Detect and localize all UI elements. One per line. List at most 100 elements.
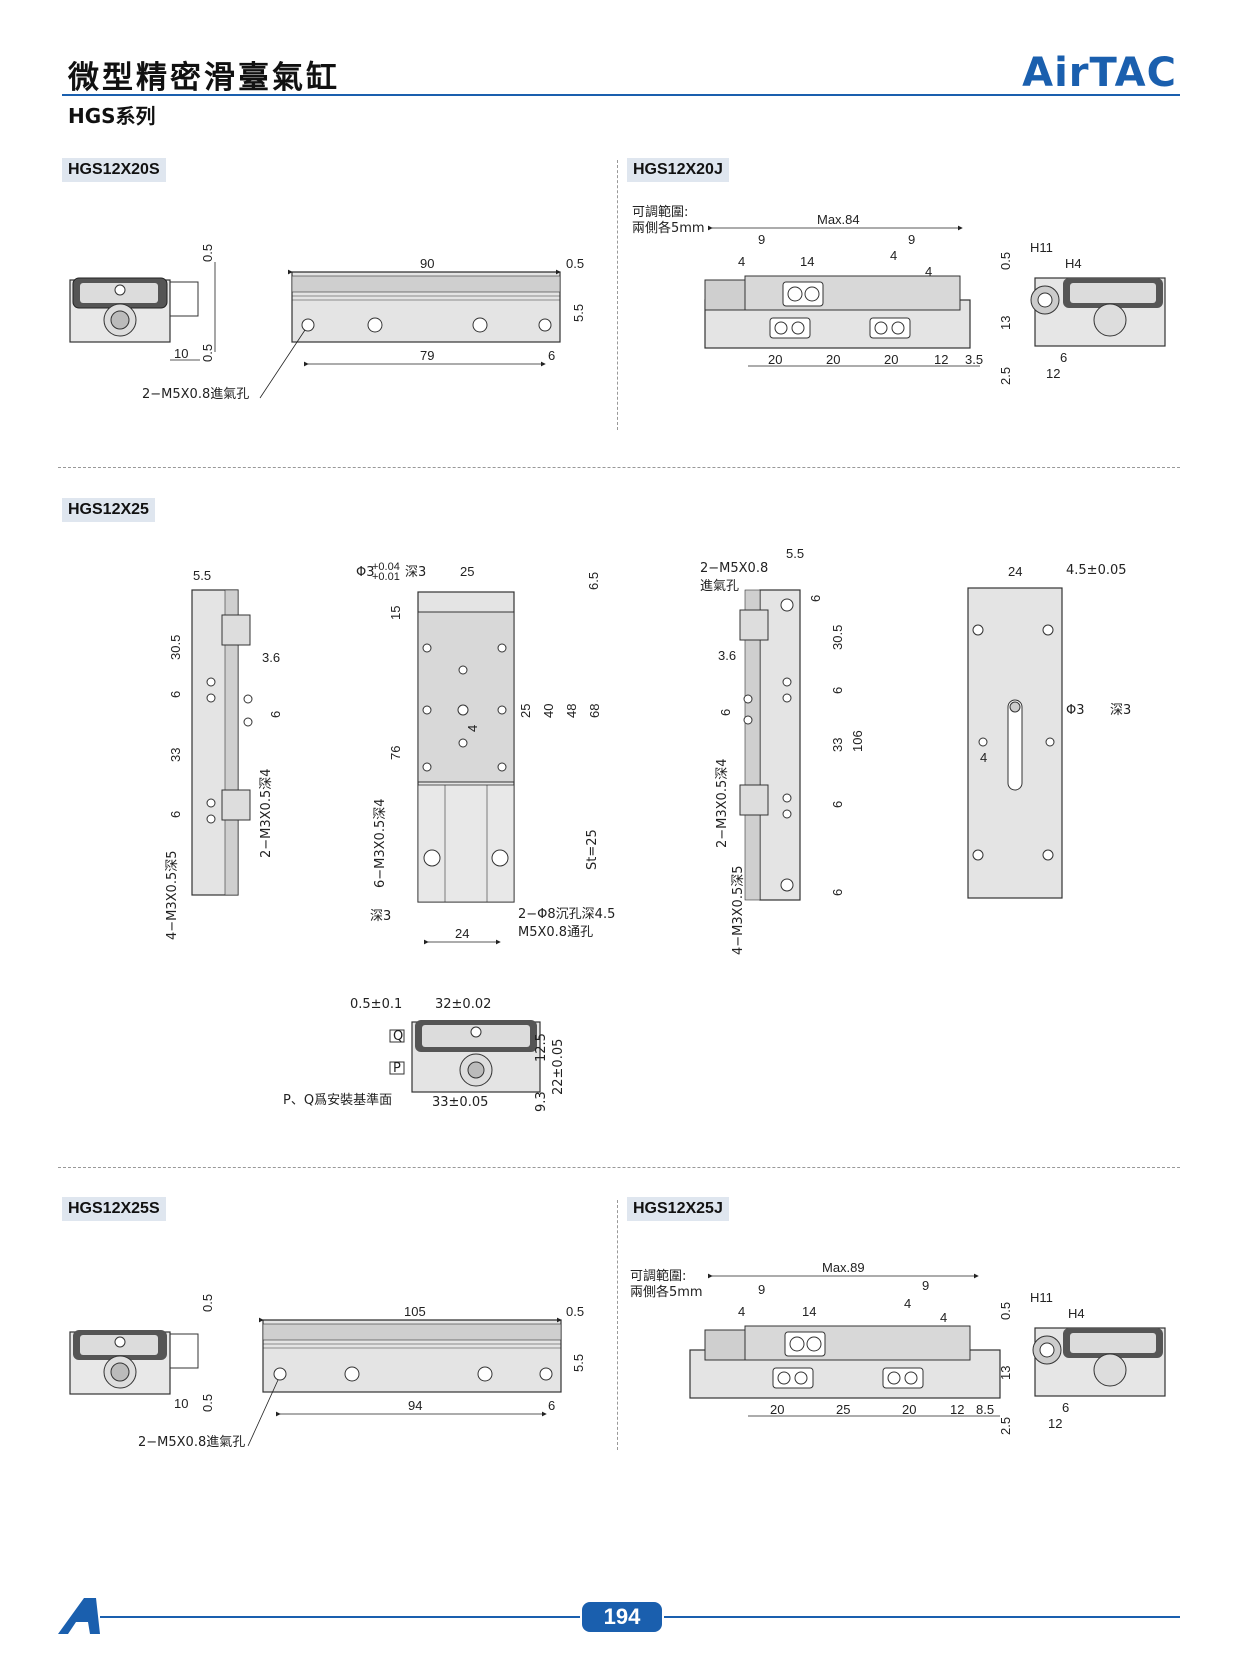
dim-s1l-g: 10 <box>174 346 188 361</box>
note-s1l-port: 2−M5X0.8進氣孔 <box>142 387 249 402</box>
dim-s1l-d: 5.5 <box>571 304 586 322</box>
footer-rule-right <box>664 1616 1180 1618</box>
note-s2-st25: St=25 <box>585 829 600 870</box>
note-s2-tol-dn: +0.01 <box>372 571 400 583</box>
hgs12x20j-end-view <box>1030 277 1166 347</box>
note-s2-phi3: Φ3 <box>356 565 375 580</box>
note-s2-d-phi3: Φ3 <box>1066 703 1085 718</box>
dim-s1r-4b: 4 <box>890 248 897 263</box>
model-tag-hgs12x25: HGS12X25 <box>62 498 155 522</box>
dim-s1r-w12: 12 <box>1046 366 1060 381</box>
brand-logo: AirTAC <box>1022 50 1177 96</box>
dim-s2-b25v: 25 <box>518 704 533 718</box>
section-divider-h2 <box>58 1167 1180 1168</box>
dim-s3r-v05: 0.5 <box>998 1302 1013 1320</box>
model-tag-hgs12x20j: HGS12X20J <box>627 158 729 182</box>
label-p: P <box>393 1061 401 1076</box>
section-divider-v1 <box>617 160 618 430</box>
model-tag-hgs12x25j: HGS12X25J <box>627 1197 729 1221</box>
note-adjust-2: 兩側各5mm <box>632 220 705 236</box>
note-s2-m3-2: 2−M3X0.5深4 <box>259 768 274 858</box>
note-s2-tol-up: +0.04 <box>372 561 400 573</box>
hgs12x20s-side-view <box>291 271 561 343</box>
dim-s1l-e: 79 <box>420 348 434 363</box>
dim-s3l-e: 94 <box>408 1398 422 1413</box>
hgs12x25s-end-view <box>69 1330 199 1395</box>
section-divider-v2 <box>617 1200 618 1450</box>
footer-logo-icon <box>58 1598 100 1634</box>
dim-s1l-a: 0.5 <box>200 244 215 262</box>
dim-s2-e93: 9.3 <box>534 1091 549 1112</box>
note-s2-deep3: 深3 <box>405 565 426 580</box>
dim-s2-a36: 3.6 <box>262 650 280 665</box>
dim-s3r-4b: 4 <box>904 1296 911 1311</box>
note-s2-port-b: 進氣孔 <box>700 579 739 594</box>
page-number: 194 <box>582 1602 662 1632</box>
hgs12x25j-side-view <box>689 1325 1001 1399</box>
dim-s2-b4: 4 <box>465 725 480 732</box>
dim-s1r-b5: 3.5 <box>965 352 983 367</box>
dim-s3r-b5: 8.5 <box>976 1402 994 1417</box>
note-adjust-3: 可調範圍: <box>630 1269 686 1284</box>
dim-s2-b68: 68 <box>587 704 602 718</box>
note-s2-c-m3-2: 2−M3X0.5深4 <box>715 758 730 848</box>
hgs12x25-view-d <box>967 587 1063 899</box>
hgs12x25-view-b <box>417 591 515 903</box>
hgs12x25-view-e <box>389 1020 541 1093</box>
dim-s1r-14: 14 <box>800 254 814 269</box>
hgs12x25j-end-view <box>1032 1327 1166 1397</box>
note-s3l-port: 2−M5X0.8進氣孔 <box>138 1435 245 1450</box>
dim-s1r-h4: H4 <box>1065 256 1082 271</box>
dim-s2-b65: 6.5 <box>586 572 601 590</box>
dim-s1r-max: Max.84 <box>817 212 860 227</box>
hgs12x20s-end-view <box>69 277 199 343</box>
model-tag-hgs12x20s: HGS12X20S <box>62 158 166 182</box>
dim-s3r-v25: 2.5 <box>998 1417 1013 1435</box>
note-adjust-4: 兩側各5mm <box>630 1284 703 1300</box>
dim-s1r-9b: 9 <box>908 232 915 247</box>
dim-s2-b24: 24 <box>455 926 469 941</box>
dim-s2-c6b: 6 <box>718 709 733 716</box>
dim-s3l-c: 0.5 <box>566 1304 584 1319</box>
dim-s1l-c: 0.5 <box>566 256 584 271</box>
dim-s3r-b4: 12 <box>950 1402 964 1417</box>
dim-s2-c305: 30.5 <box>830 625 845 650</box>
note-s2-tol-c: 33±0.05 <box>432 1095 488 1110</box>
dim-s2-d24: 24 <box>1008 564 1022 579</box>
note-s2-c-m3-4: 4−M3X0.5深5 <box>731 865 746 955</box>
dim-s3r-4a: 4 <box>738 1304 745 1319</box>
note-s2-tol-b: 32±0.02 <box>435 997 491 1012</box>
dim-s3r-v13: 13 <box>998 1366 1013 1380</box>
dim-s2-a6: 6 <box>168 691 183 698</box>
hgs12x25-view-c <box>739 589 801 901</box>
dim-s1r-v13: 13 <box>998 316 1013 330</box>
page-title: 微型精密滑臺氣缸 <box>68 60 340 96</box>
section-divider-h1 <box>58 467 1180 468</box>
dim-s2-a305: 30.5 <box>168 635 183 660</box>
dim-s2-c106: 106 <box>850 730 865 752</box>
label-q: Q <box>393 1029 403 1044</box>
dim-s3l-d: 5.5 <box>571 1354 586 1372</box>
dim-s2-b40: 40 <box>541 704 556 718</box>
dim-s3r-b2: 25 <box>836 1402 850 1417</box>
dim-s3r-9b: 9 <box>922 1278 929 1293</box>
dim-s1r-b1: 20 <box>768 352 782 367</box>
dim-s1r-b3: 20 <box>884 352 898 367</box>
dim-s3l-a: 0.5 <box>200 1294 215 1312</box>
dim-s2-a55: 5.5 <box>193 568 211 583</box>
dim-s2-d4: 4 <box>980 750 987 765</box>
dim-s2-c33: 33 <box>830 738 845 752</box>
dim-s2-c6: 6 <box>808 595 823 602</box>
hgs12x25s-side-view <box>262 1319 562 1393</box>
note-s2-tol-a: 0.5±0.1 <box>350 997 402 1012</box>
dim-s2-a33: 33 <box>168 748 183 762</box>
note-s2-3deep: 深3 <box>370 909 391 924</box>
note-pq: P、Q爲安裝基準面 <box>283 1092 392 1108</box>
series-title: HGS系列 <box>68 104 156 128</box>
model-tag-hgs12x25s: HGS12X25S <box>62 1197 166 1221</box>
dim-s3r-h11: H11 <box>1030 1290 1053 1305</box>
dim-s1l-h: 0.5 <box>200 344 215 362</box>
dim-s3r-w6: 6 <box>1062 1400 1069 1415</box>
dim-s2-c6c: 6 <box>830 687 845 694</box>
dim-s2-a6c: 6 <box>168 811 183 818</box>
